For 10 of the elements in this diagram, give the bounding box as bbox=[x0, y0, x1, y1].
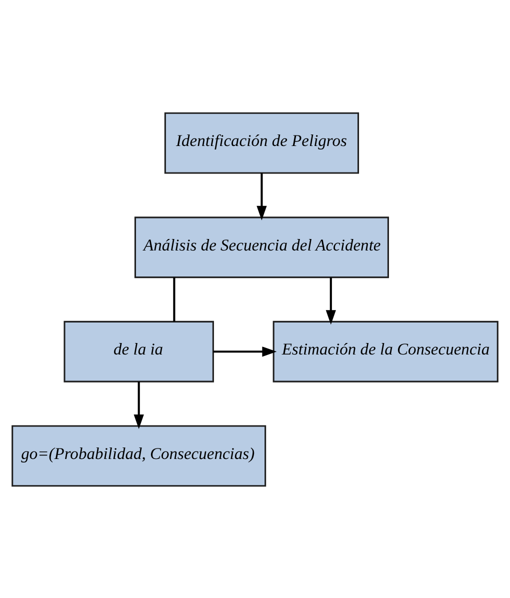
node-box: Análisis de Secuencia del Accidente bbox=[134, 216, 389, 278]
node-box: go=(Probabilidad, Consecuencias) bbox=[12, 424, 266, 486]
node-box: de la ia bbox=[64, 320, 214, 382]
arrow bbox=[326, 277, 336, 324]
connector bbox=[173, 277, 176, 322]
arrow bbox=[256, 172, 267, 220]
node-box: Estimación de la Consecuencia bbox=[272, 320, 498, 382]
arrow bbox=[134, 381, 144, 428]
arrow bbox=[213, 346, 277, 356]
node-box: Identificación de Peligros bbox=[164, 112, 360, 174]
